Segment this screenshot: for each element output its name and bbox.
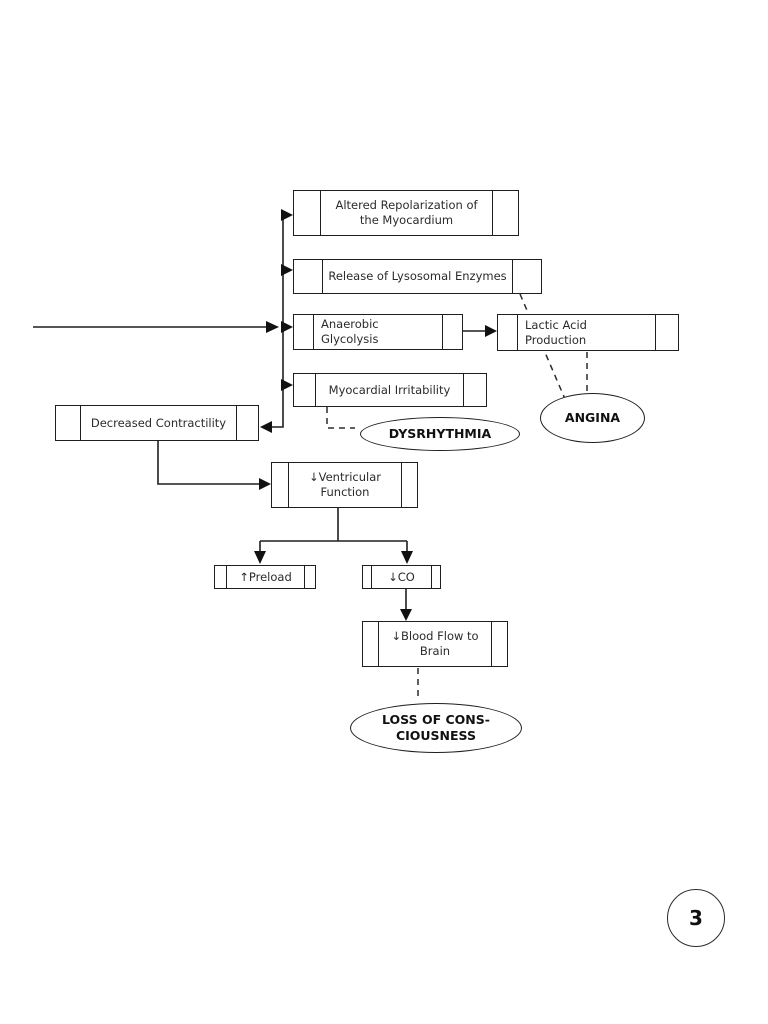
node-label: Anaerobic Glycolysis (313, 315, 443, 349)
node-right-cell (464, 374, 486, 406)
page-number: 3 (689, 906, 703, 930)
node-label: Release of Lysosomal Enzymes (322, 260, 513, 293)
node-label: ↓Blood Flow to Brain (378, 622, 492, 666)
node-right-cell (513, 260, 541, 293)
arrowhead (401, 551, 413, 564)
node-right-cell (305, 566, 315, 588)
arrowhead (281, 209, 293, 221)
ellipse-label: ANGINA (564, 410, 621, 426)
node-blood-flow-brain: ↓Blood Flow to Brain (362, 621, 508, 667)
arrowhead (281, 321, 293, 333)
node-right-cell (656, 315, 678, 350)
arrowhead (254, 551, 266, 564)
node-altered-repolarization: Altered Repolarization of the Myocardium (293, 190, 519, 236)
node-left-cell (294, 191, 320, 235)
node-right-cell (443, 315, 462, 349)
node-right-cell (492, 622, 507, 666)
node-left-cell (294, 260, 322, 293)
node-lactic-acid-production: Lactic Acid Production (497, 314, 679, 351)
node-left-cell (498, 315, 517, 350)
decreased-to-ventricular-line (157, 441, 259, 485)
arrowhead (259, 478, 271, 490)
page-number-badge: 3 (667, 889, 725, 947)
ventricular-branch-lines (259, 508, 408, 551)
node-release-lysosomal-enzymes: Release of Lysosomal Enzymes (293, 259, 542, 294)
node-left-cell (294, 315, 313, 349)
node-label: Lactic Acid Production (517, 315, 656, 350)
node-label: ↑Preload (226, 566, 305, 588)
node-label: Altered Repolarization of the Myocardium (320, 191, 493, 235)
node-left-cell (294, 374, 315, 406)
ellipse-angina: ANGINA (540, 393, 645, 443)
node-left-cell (56, 406, 80, 440)
node-left-cell (272, 463, 288, 507)
node-right-cell (432, 566, 440, 588)
trunk-line (272, 215, 284, 428)
arrowhead (281, 264, 293, 276)
node-label: ↓Ventricular Function (288, 463, 402, 507)
arrowhead (260, 421, 272, 433)
arrowhead (266, 321, 279, 333)
node-label: ↓CO (371, 566, 432, 588)
arrowhead (485, 325, 497, 337)
node-preload: ↑Preload (214, 565, 316, 589)
ellipse-dysrhythmia: DYSRHYTHMIA (360, 417, 520, 451)
node-right-cell (402, 463, 417, 507)
node-co: ↓CO (362, 565, 441, 589)
myocardial-to-dysrhythmia-dashed (326, 407, 355, 429)
node-label: Decreased Contractility (80, 406, 237, 440)
ellipse-label: LOSS OF CONS- CIOUSNESS (382, 712, 490, 743)
ellipse-label: DYSRHYTHMIA (388, 426, 492, 442)
node-decreased-contractility: Decreased Contractility (55, 405, 259, 441)
ellipse-loss-of-consciousness: LOSS OF CONS- CIOUSNESS (350, 703, 522, 753)
node-ventricular-function: ↓Ventricular Function (271, 462, 418, 508)
node-anaerobic-glycolysis: Anaerobic Glycolysis (293, 314, 463, 350)
node-left-cell (363, 622, 378, 666)
arrowhead (400, 609, 412, 621)
arrowhead (281, 379, 293, 391)
node-myocardial-irritability: Myocardial Irritability (293, 373, 487, 407)
node-right-cell (493, 191, 518, 235)
node-left-cell (215, 566, 226, 588)
node-right-cell (237, 406, 258, 440)
node-label: Myocardial Irritability (315, 374, 464, 406)
node-left-cell (363, 566, 371, 588)
